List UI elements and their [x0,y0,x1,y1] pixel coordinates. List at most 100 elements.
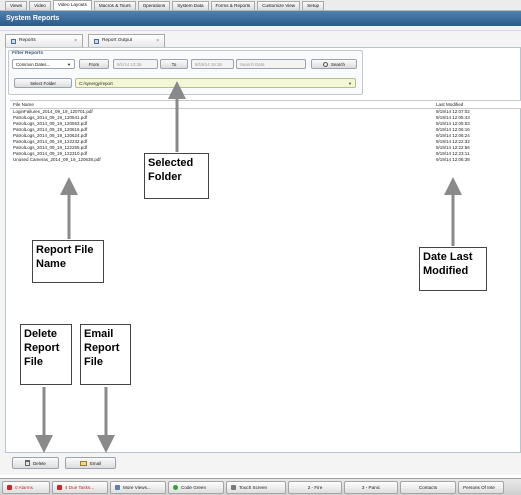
taskbar-alarms[interactable]: 0 Alarms [2,481,50,494]
menu-tab-operations[interactable]: Operations [137,1,171,10]
touch-screen-icon [231,485,236,490]
taskbar-contacts[interactable]: Contacts [400,481,456,494]
views-icon [115,485,120,490]
file-name: PatrolLogs_2014_09_19_122232.pdf [13,139,88,144]
taskbar-due-tasks-label: 4 Due Tasks... [65,484,95,490]
taskbar-panic-label: 3 - Panic [361,484,381,490]
file-modified: 9/19/14 12:06:38 [436,157,470,162]
window-title: System Reports [0,11,521,26]
taskbar-persons-of-interest[interactable]: Persons Of Inte [458,481,504,494]
file-row[interactable]: PatrolLogs_2014_09_19_122232.pdf 9/19/14 … [10,139,521,145]
search-button-label: Search [331,61,345,67]
select-folder-button[interactable]: Select Folder [14,78,72,88]
green-status-icon [173,485,178,490]
callout-date-last-modified: Date Last Modified [419,247,487,291]
file-list: LoginFailures_2014_09_19_120701.pdf 9/19/… [10,109,521,163]
tab-report-output-label: Report Output [102,38,133,43]
file-modified: 9/19/14 12:05:53 [436,121,470,126]
date-preset-dropdown[interactable]: Common Dates... ▼ [12,59,75,69]
report-icon [94,38,99,44]
divider [0,30,521,31]
file-name: Unused Cameras_2014_09_19_120638.pdf [13,157,101,162]
file-name: PatrolLogs_2014_09_19_120616.pdf [13,127,88,132]
chevron-down-icon: ▼ [348,81,352,86]
file-name: PatrolLogs_2014_09_19_120541.pdf [13,115,88,120]
report-icon [11,38,16,44]
taskbar-more-views-label: More Views... [123,484,151,490]
tab-reports-label: Reports [19,38,36,43]
email-button[interactable]: Email [65,457,116,469]
file-modified: 9/19/14 12:06:24 [436,133,470,138]
menu-tab-views[interactable]: Views [5,1,28,10]
trash-icon [25,460,31,466]
taskbar-more-views[interactable]: More Views... [110,481,166,494]
file-row[interactable]: PatrolLogs_2014_09_19_120553.pdf 9/19/14 … [10,121,521,127]
to-date-field[interactable]: 9/19/14 19:36 [191,59,234,69]
date-preset-value: Common Dates... [16,62,51,67]
file-name: LoginFailures_2014_09_19_120701.pdf [13,109,93,114]
to-button[interactable]: To [160,59,188,69]
taskbar-code-green[interactable]: Code Green [168,481,224,494]
tab-reports[interactable]: Reports × [5,34,83,47]
file-modified: 9/19/14 12:05:43 [436,115,470,120]
from-date-field[interactable]: 9/1/14 13:36 [113,59,158,69]
file-modified: 9/19/14 12:06:16 [436,127,470,132]
file-row[interactable]: PatrolLogs_2014_09_19_120624.pdf 9/19/14 … [10,133,521,139]
taskbar-alarms-label: 0 Alarms [15,484,33,490]
file-row[interactable]: LoginFailures_2014_09_19_120701.pdf 9/19/… [10,109,521,115]
search-input[interactable]: Search Data [236,59,306,69]
taskbar-fire-label: 2 - Fire [307,484,323,490]
menu-tab-video[interactable]: Video [29,1,51,10]
column-last-modified[interactable]: Last Modified [436,102,464,107]
email-button-label: Email [90,460,101,466]
menu-tab-system-data[interactable]: System Data [172,1,209,10]
menu-tab-video-layouts[interactable]: Video Layouts [52,0,92,10]
taskbar-touch-screen-label: Touch Screen [239,484,268,490]
file-modified: 9/19/14 12:07:02 [436,109,470,114]
file-name: PatrolLogs_2014_09_19_122310.pdf [13,151,88,156]
callout-delete-report-file: Delete Report File [20,324,72,385]
file-name: PatrolLogs_2014_09_19_122255.pdf [13,145,88,150]
callout-email-report-file: Email Report File [80,324,131,385]
filter-reports-title: Filter Reports [12,51,44,56]
callout-report-file-name: Report File Name [32,240,104,283]
taskbar-touch-screen[interactable]: Touch Screen [226,481,286,494]
menu-tab-forms-reports[interactable]: Forms & Reports [210,1,256,10]
callout-selected-folder: Selected Folder [144,153,209,199]
folder-path-value: C:/synergy/report [79,81,113,86]
column-file-name[interactable]: File Name [13,102,34,107]
delete-button-label: Delete [33,460,46,466]
file-row[interactable]: PatrolLogs_2014_09_19_120541.pdf 9/19/14 … [10,115,521,121]
search-icon [323,61,329,67]
menu-tab-macros-tours[interactable]: Macros & Tours [93,1,136,10]
search-button[interactable]: Search [311,59,357,69]
file-row[interactable]: Unused Cameras_2014_09_19_120638.pdf 9/19… [10,157,521,163]
bottom-taskbar: 0 Alarms 4 Due Tasks... More Views... Co… [0,478,521,495]
taskbar-panic[interactable]: 3 - Panic [344,481,398,494]
close-icon[interactable]: × [156,38,159,44]
menu-tab-setup[interactable]: Setup [302,1,325,10]
alarm-icon [7,485,12,490]
folder-path-dropdown[interactable]: C:/synergy/report ▼ [75,78,356,88]
chevron-down-icon: ▼ [67,62,71,67]
taskbar-persons-label: Persons Of Inte [463,484,495,490]
file-row[interactable]: PatrolLogs_2014_09_19_122255.pdf 9/19/14 … [10,145,521,151]
taskbar-fire[interactable]: 2 - Fire [288,481,342,494]
top-menu-bar: Views Video Video Layouts Macros & Tours… [0,0,521,11]
tasks-icon [57,485,62,490]
delete-button[interactable]: Delete [12,457,59,469]
file-name: PatrolLogs_2014_09_19_120553.pdf [13,121,88,126]
menu-tab-customize-view[interactable]: Customize View [257,1,301,10]
file-modified: 9/19/14 12:22:56 [436,145,470,150]
taskbar-due-tasks[interactable]: 4 Due Tasks... [52,481,108,494]
tab-report-output[interactable]: Report Output × [88,34,165,47]
file-name: PatrolLogs_2014_09_19_120624.pdf [13,133,88,138]
file-list-header: File Name Last Modified [10,100,521,109]
file-modified: 9/19/14 12:22:32 [436,139,470,144]
close-icon[interactable]: × [74,38,77,44]
file-row[interactable]: PatrolLogs_2014_09_19_120616.pdf 9/19/14 … [10,127,521,133]
from-button[interactable]: From [79,59,109,69]
taskbar-code-green-label: Code Green [181,484,207,490]
